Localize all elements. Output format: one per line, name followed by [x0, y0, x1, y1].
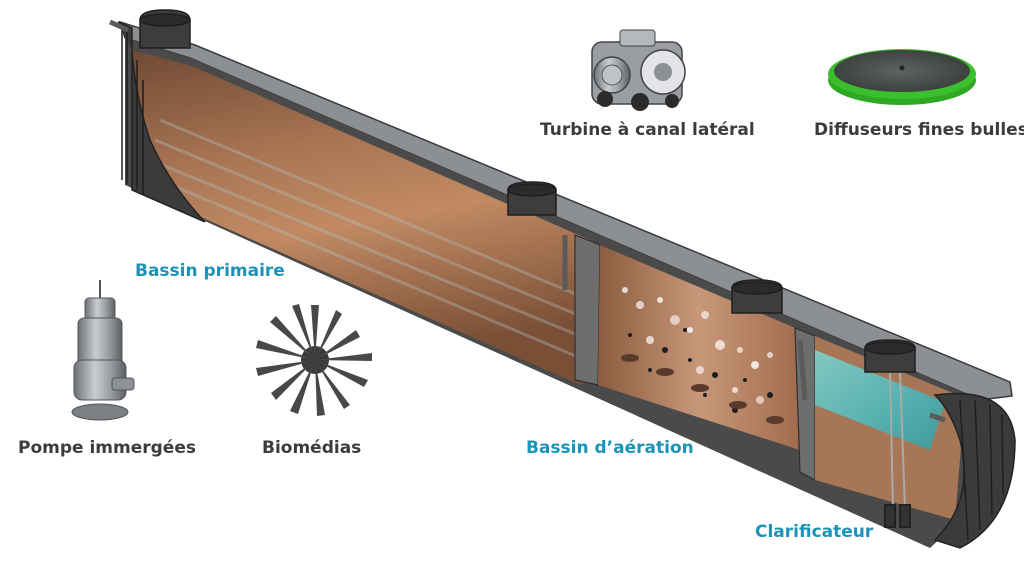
- divider-wall-1: [574, 234, 601, 386]
- pump-label: Pompe immergées: [18, 438, 196, 458]
- aeration-basin-interior: [598, 245, 800, 450]
- primary-end-cap: [117, 21, 206, 223]
- pump-image: [71, 280, 135, 421]
- primary-basin-stripes: [147, 118, 591, 362]
- turbine-label: Turbine à canal latéral: [540, 120, 755, 140]
- diffuser-image: [828, 49, 976, 105]
- end-cap-ribs: [121, 30, 144, 195]
- aeration-basin-label: Bassin d’aération: [526, 438, 694, 458]
- right-end-cap: [933, 392, 1016, 549]
- aeration-diffusers: [621, 354, 784, 424]
- tank: [108, 9, 1016, 549]
- biomedia-image: [256, 304, 372, 416]
- access-chimneys: [139, 9, 916, 373]
- aeration-bubbles: [622, 287, 773, 413]
- right-cap-ribs: [959, 399, 1004, 541]
- primary-basin-label: Bassin primaire: [135, 261, 285, 281]
- clarifier-water: [815, 350, 945, 450]
- biomedia-label: Biomédias: [262, 438, 362, 458]
- pipes: [108, 19, 946, 423]
- clarifier-pumps: [884, 369, 911, 528]
- primary-basin-interior: [132, 50, 590, 385]
- turbine-image: [591, 29, 686, 111]
- diffuser-label: Diffuseurs fines bulles: [814, 120, 1024, 140]
- clarifier-label: Clarificateur: [755, 522, 874, 542]
